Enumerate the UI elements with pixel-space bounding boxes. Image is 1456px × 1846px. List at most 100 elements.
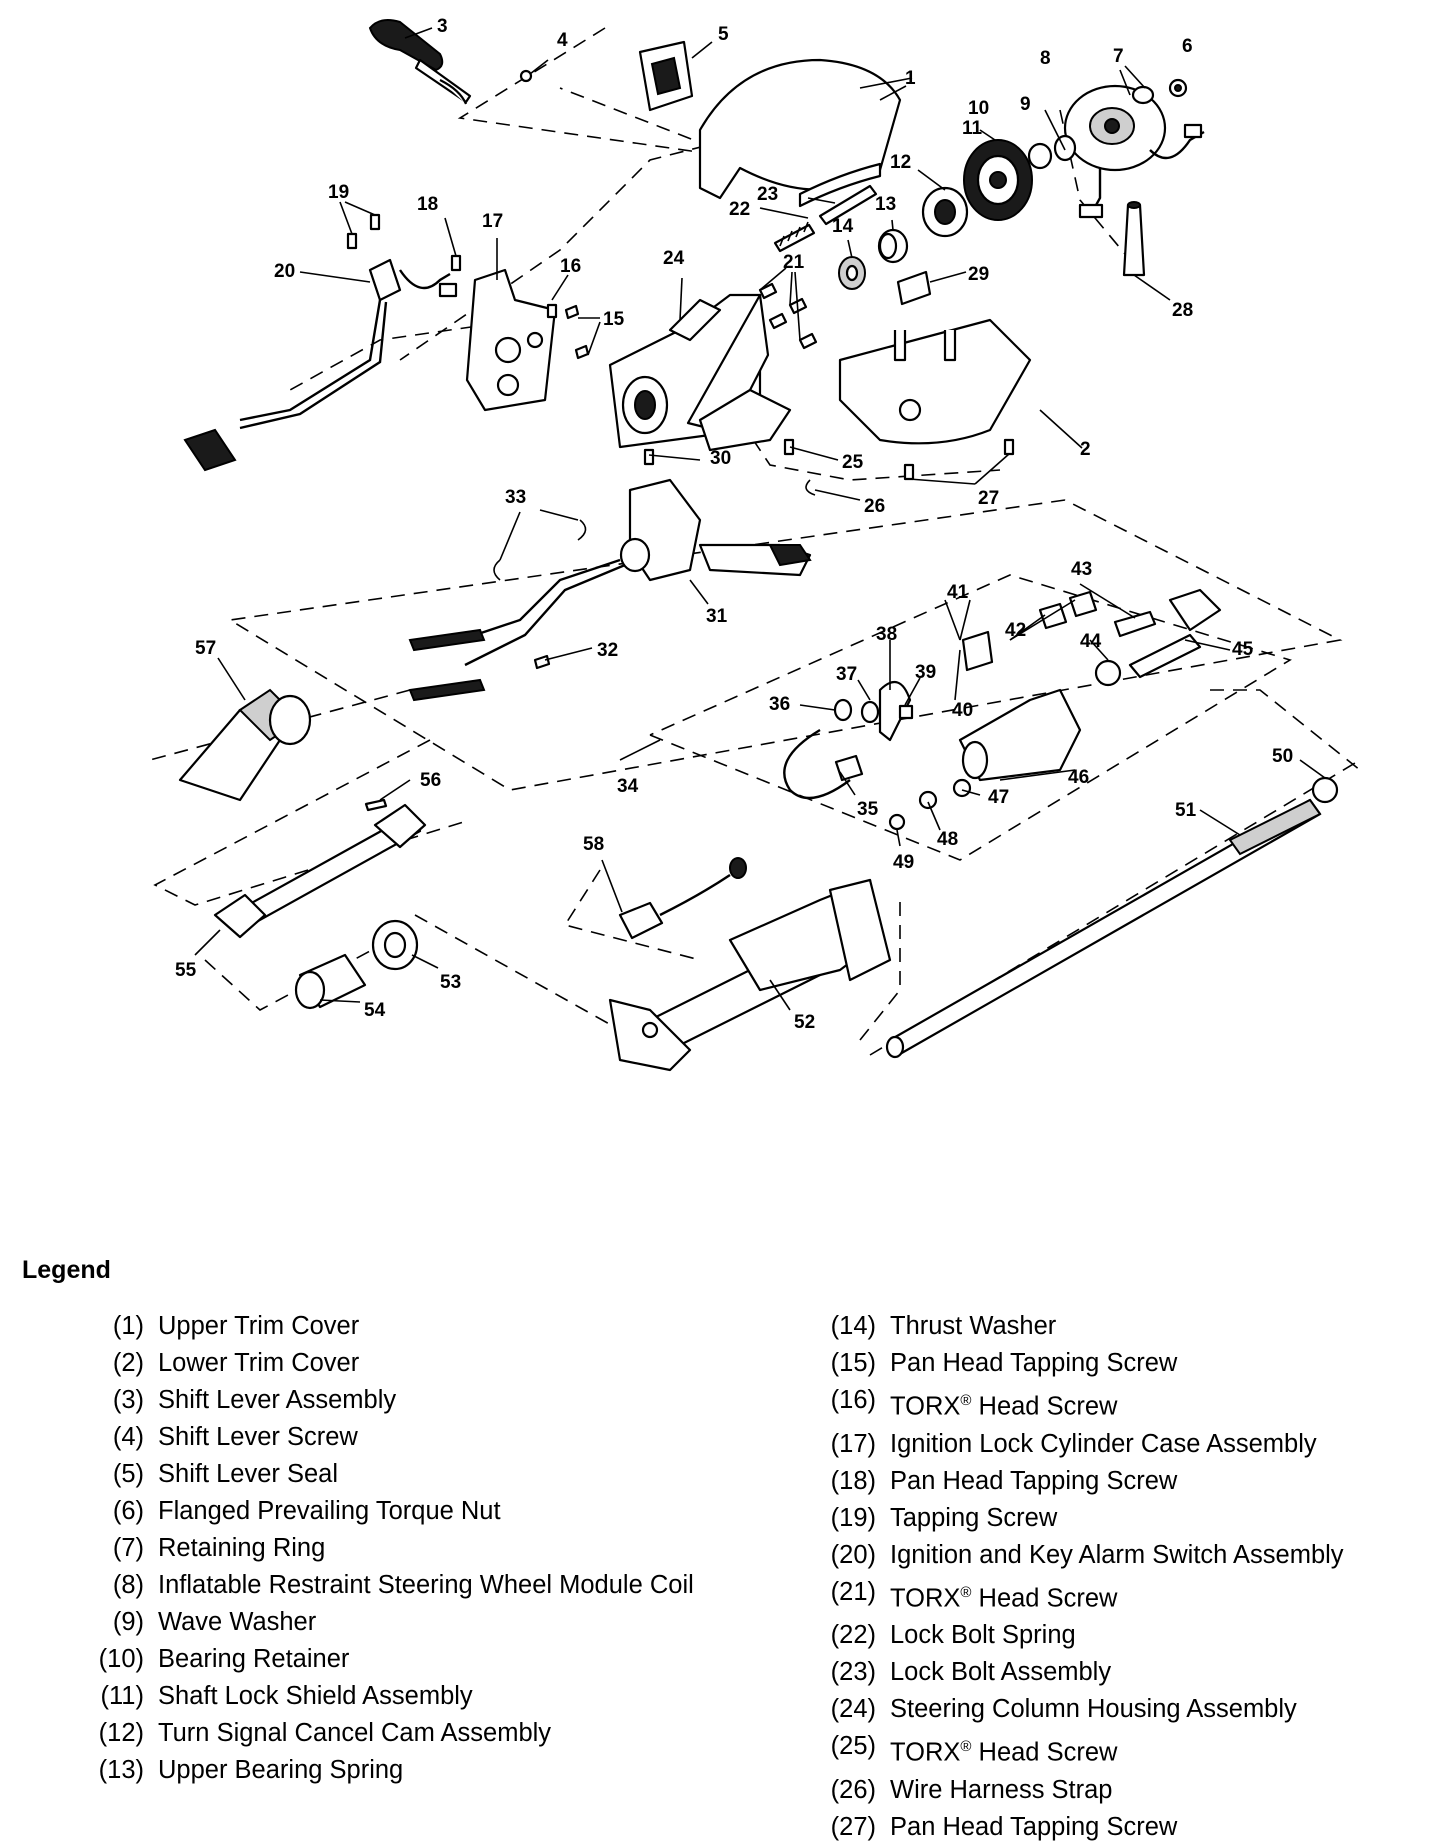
legend-item: (17)Ignition Lock Cylinder Case Assembly (800, 1426, 1440, 1463)
legend-item: (5)Shift Lever Seal (56, 1456, 696, 1493)
legend-item-text: Retaining Ring (158, 1534, 326, 1562)
legend-item: (4) Shift Lever Screw (56, 1419, 696, 1456)
callout-34: 34 (617, 776, 639, 797)
legend-item: (23) Lock Bolt Assembly (800, 1654, 1440, 1691)
callout-leaders (194, 27, 1326, 1011)
legend-item-text: Pan Head Tapping Screw (890, 1466, 1178, 1495)
pin-28-shape (1122, 201, 1146, 277)
legend-item-text: TORX® Head Screw (890, 1738, 1118, 1767)
legend-right-column: (14)Thrust Washer(15)Pan Head Tapping Sc… (800, 1308, 1440, 1846)
legend-item-text: Shift Lever Assembly (158, 1386, 397, 1414)
legend-item-text: Ignition and Key Alarm Switch Assembly (890, 1540, 1344, 1569)
seal-53-shape (371, 919, 419, 971)
callout-43: 43 (1071, 559, 1092, 580)
legend-item-number: (17) (830, 1429, 876, 1458)
torque-nut-shape (1168, 78, 1188, 98)
legend-item-text: Lock Bolt Assembly (890, 1658, 1112, 1686)
lock-assembly-parts-shape (958, 588, 1222, 782)
legend-item-number: (22) (830, 1621, 876, 1649)
callout-39: 39 (915, 662, 936, 683)
callout-50: 50 (1272, 746, 1293, 767)
legend-item-text: Upper Bearing Spring (158, 1756, 404, 1784)
legend-item: (11)Shaft Lock Shield Assembly (56, 1678, 696, 1715)
legend-item-text: Bearing Retainer (158, 1645, 350, 1673)
callout-48: 48 (937, 829, 958, 850)
legend-item-number: (7) (112, 1534, 144, 1562)
legend-item-number: (26) (830, 1775, 876, 1804)
legend-item-text: Wire Harness Strap (890, 1775, 1113, 1804)
callout-7: 7 (1113, 46, 1124, 67)
torx-head-screw-16-shape (546, 303, 558, 319)
legend-item: (25)TORX® Head Screw (800, 1728, 1440, 1772)
ring-50-shape (1311, 776, 1339, 804)
callout-30: 30 (710, 448, 731, 469)
upper-trim-cover-shape (698, 58, 907, 208)
legend-item: (27) Pan Head Tapping Screw (800, 1809, 1440, 1846)
upper-bearing-spring-shape (877, 228, 909, 264)
steering-wheel-module-coil-shape (1063, 84, 1205, 219)
thrust-washer-shape (838, 256, 866, 290)
callout-11: 11 (962, 118, 983, 139)
callout-51: 51 (1175, 800, 1197, 821)
retaining-ring-shape (1131, 85, 1155, 105)
callout-1: 1 (905, 68, 916, 89)
callout-45: 45 (1232, 639, 1254, 660)
legend-item-number: (27) (830, 1812, 876, 1841)
legend-item-number: (21) (830, 1577, 876, 1606)
wire-harness-strap-shape (805, 479, 816, 496)
callout-20: 20 (274, 261, 295, 282)
lower-trim-cover-shape (838, 318, 1032, 445)
legend-item: (24)Steering Column Housing Assembly (800, 1691, 1440, 1728)
clip-33-shape (493, 519, 587, 581)
legend-item-text: Pan Head Tapping Screw (890, 1812, 1178, 1841)
ignition-key-alarm-switch-shape (183, 258, 458, 472)
callout-38: 38 (876, 624, 897, 645)
legend-item-number: (11) (100, 1682, 144, 1710)
callout-55: 55 (175, 960, 197, 981)
callout-23: 23 (757, 184, 778, 205)
callout-27: 27 (978, 488, 999, 509)
legend-item-number: (16) (830, 1386, 876, 1414)
legend-item-text: Thrust Washer (890, 1312, 1057, 1340)
callout-6: 6 (1182, 36, 1193, 57)
legend-item: (20)Ignition and Key Alarm Switch Assemb… (800, 1537, 1440, 1574)
legend-item-text: Upper Trim Cover (158, 1312, 360, 1340)
legend-item: (18)Pan Head Tapping Screw (800, 1463, 1440, 1500)
callout-32: 32 (597, 640, 618, 661)
torx-head-screws-21-shape (758, 282, 818, 350)
callout-33: 33 (505, 487, 526, 508)
callout-54: 54 (364, 1000, 386, 1021)
bolt-56-shape (364, 798, 388, 812)
legend-item: (3)Shift Lever Assembly (56, 1382, 696, 1419)
callout-31: 31 (706, 606, 728, 627)
callout-2: 2 (1080, 439, 1091, 460)
legend-title: Legend (22, 1256, 111, 1284)
legend-item-number: (23) (830, 1658, 876, 1686)
lock-small-parts-shape (783, 680, 972, 831)
legend-item: (13)Upper Bearing Spring (56, 1752, 696, 1789)
legend-item-text: Wave Washer (158, 1608, 317, 1636)
callout-10: 10 (968, 98, 989, 119)
legend-item-number: (4) (112, 1423, 144, 1451)
callout-47: 47 (988, 787, 1009, 808)
callout-25: 25 (842, 452, 864, 473)
callout-16: 16 (560, 256, 581, 277)
legend-item-text: Shift Lever Screw (158, 1423, 358, 1451)
callout-labels: 1 2 3 4 5 6 7 8 9 10 11 12 13 14 15 16 1… (175, 16, 1293, 1033)
callout-35: 35 (857, 799, 879, 820)
legend-item-text: Lower Trim Cover (158, 1349, 360, 1377)
callout-8: 8 (1040, 48, 1051, 69)
legend-item-number: (24) (830, 1695, 876, 1723)
intermediate-shaft-55-shape (213, 803, 427, 939)
legend-item-text: Lock Bolt Spring (890, 1621, 1076, 1649)
callout-57: 57 (195, 638, 216, 659)
legend-item-number: (6) (112, 1497, 144, 1525)
callout-41: 41 (947, 582, 969, 603)
legend-item-number: (10) (98, 1645, 144, 1673)
registered-mark: ® (960, 1738, 972, 1755)
column-jacket-52-shape (608, 878, 892, 1072)
callout-58: 58 (583, 834, 604, 855)
bearing-retainer-shape (1027, 142, 1053, 170)
callout-52: 52 (794, 1012, 815, 1033)
callout-12: 12 (890, 152, 911, 173)
